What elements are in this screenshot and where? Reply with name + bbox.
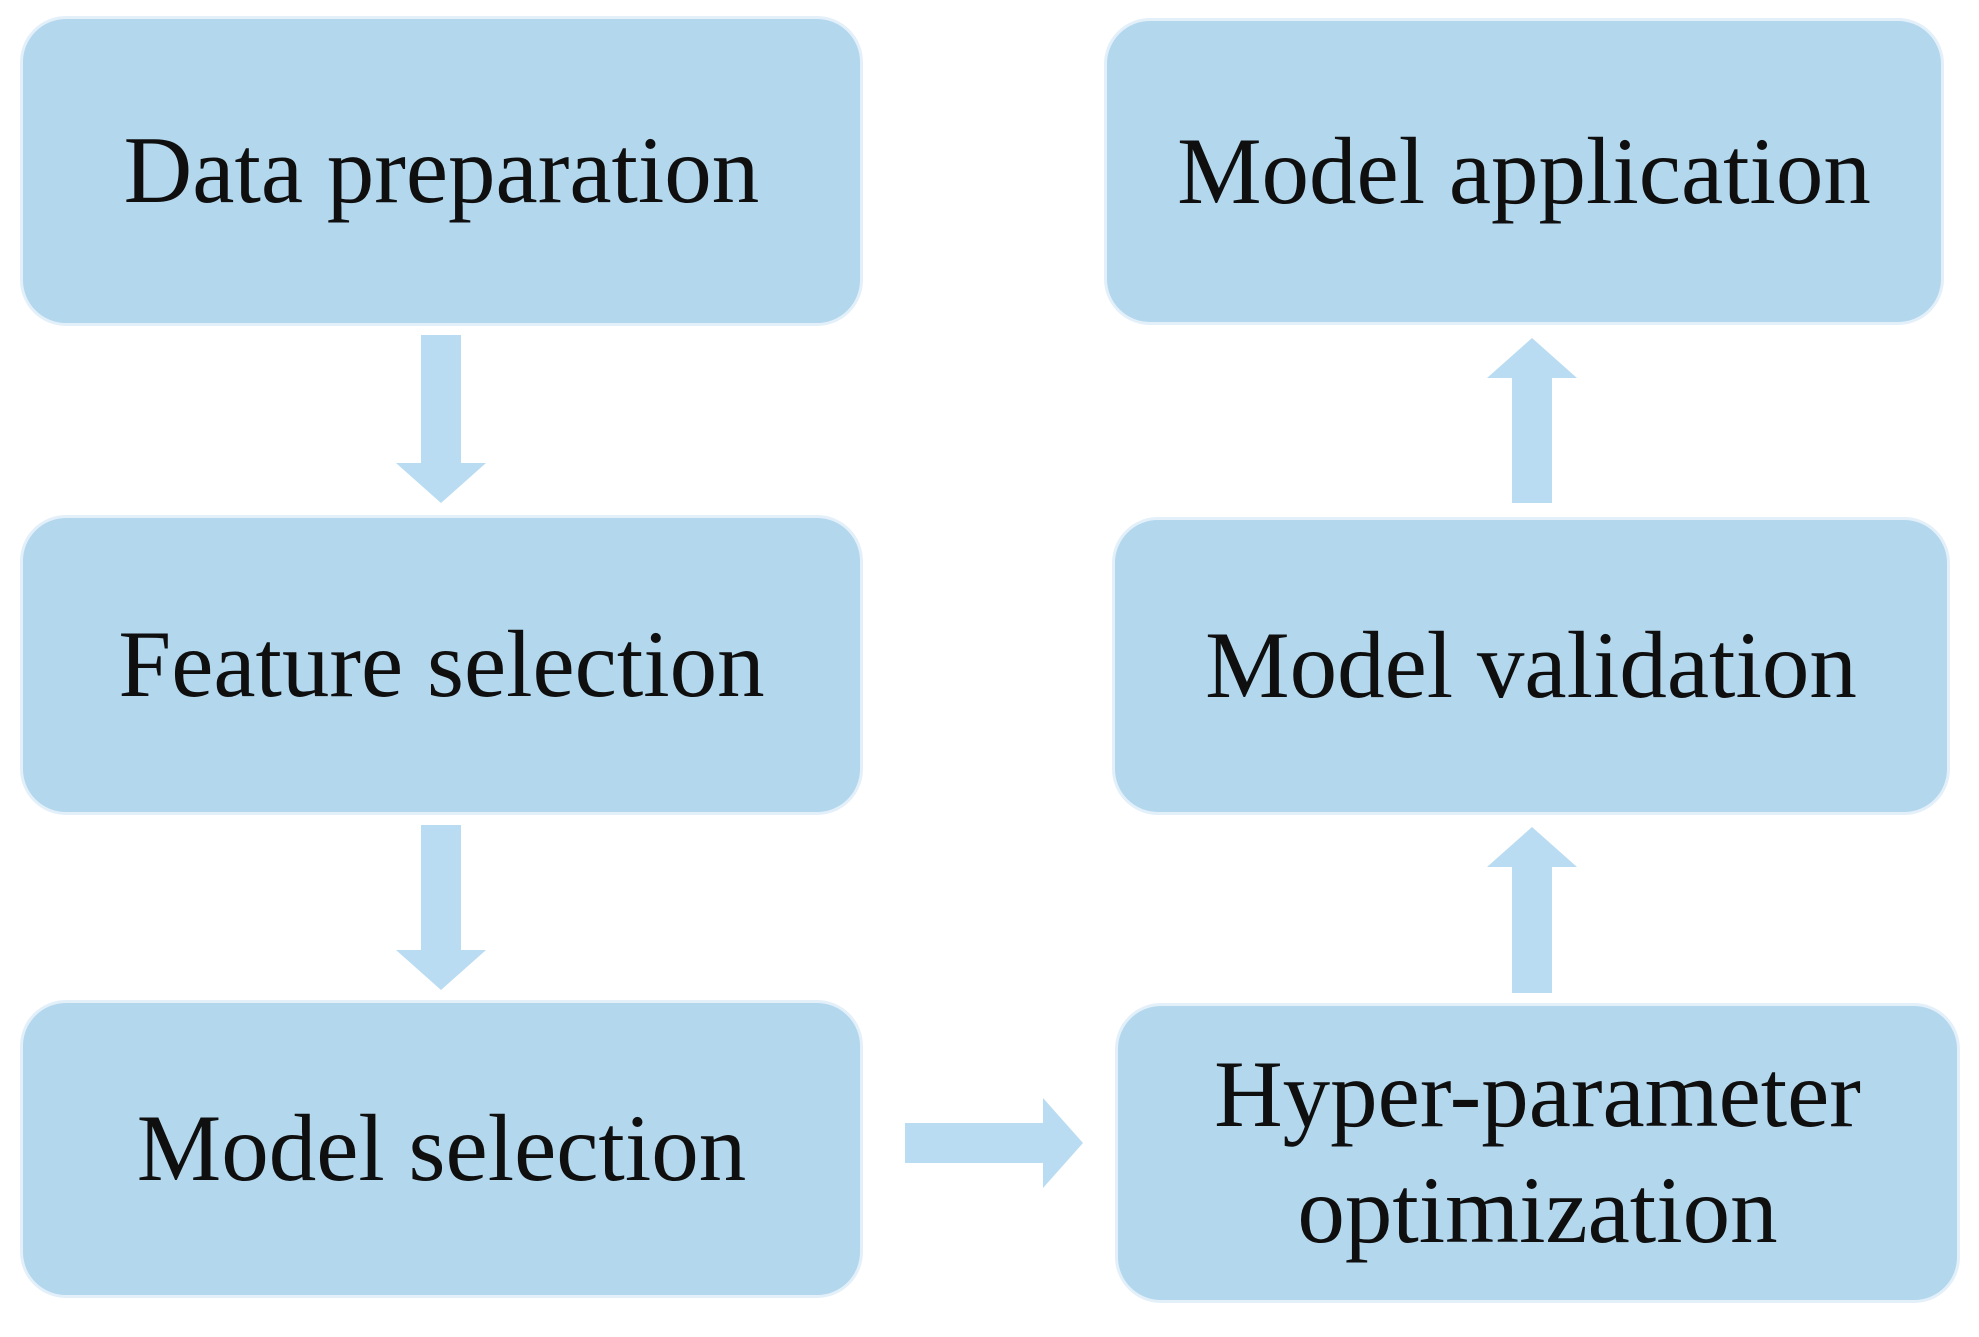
arrow-shaft [1512, 865, 1552, 993]
arrow-shaft [421, 335, 461, 465]
node-label: Hyper-parameter optimization [1214, 1037, 1861, 1269]
node-model-validation: Model validation [1112, 517, 1950, 815]
arrow-shaft [421, 825, 461, 952]
node-label: Model application [1177, 117, 1871, 224]
arrow-shaft [1512, 376, 1552, 503]
arrow-head-up-icon [1487, 827, 1577, 867]
arrow-head-up-icon [1487, 338, 1577, 378]
node-label: Model validation [1205, 612, 1857, 719]
node-label-line1: Hyper-parameter [1214, 1041, 1861, 1148]
node-model-selection: Model selection [20, 1000, 863, 1298]
node-label: Data preparation [123, 117, 760, 224]
node-feature-selection: Feature selection [20, 515, 863, 815]
node-label: Model selection [136, 1095, 747, 1202]
arrow-data-preparation-to-feature-selection [396, 335, 486, 503]
node-data-preparation: Data preparation [20, 16, 863, 326]
arrow-head-down-icon [396, 463, 486, 503]
node-model-application: Model application [1104, 18, 1944, 325]
node-label-line2: optimization [1297, 1157, 1778, 1263]
arrow-feature-selection-to-model-selection [396, 825, 486, 990]
arrow-head-down-icon [396, 950, 486, 990]
arrow-hyper-parameter-optimization-to-model-validation [1487, 827, 1577, 993]
node-label: Feature selection [118, 611, 765, 718]
arrow-shaft [905, 1123, 1045, 1163]
node-hyper-parameter-optimization: Hyper-parameter optimization [1115, 1003, 1960, 1303]
arrow-model-validation-to-model-application [1487, 338, 1577, 503]
arrow-head-right-icon [1043, 1098, 1083, 1188]
arrow-model-selection-to-hyper-parameter-optimization [905, 1098, 1083, 1188]
